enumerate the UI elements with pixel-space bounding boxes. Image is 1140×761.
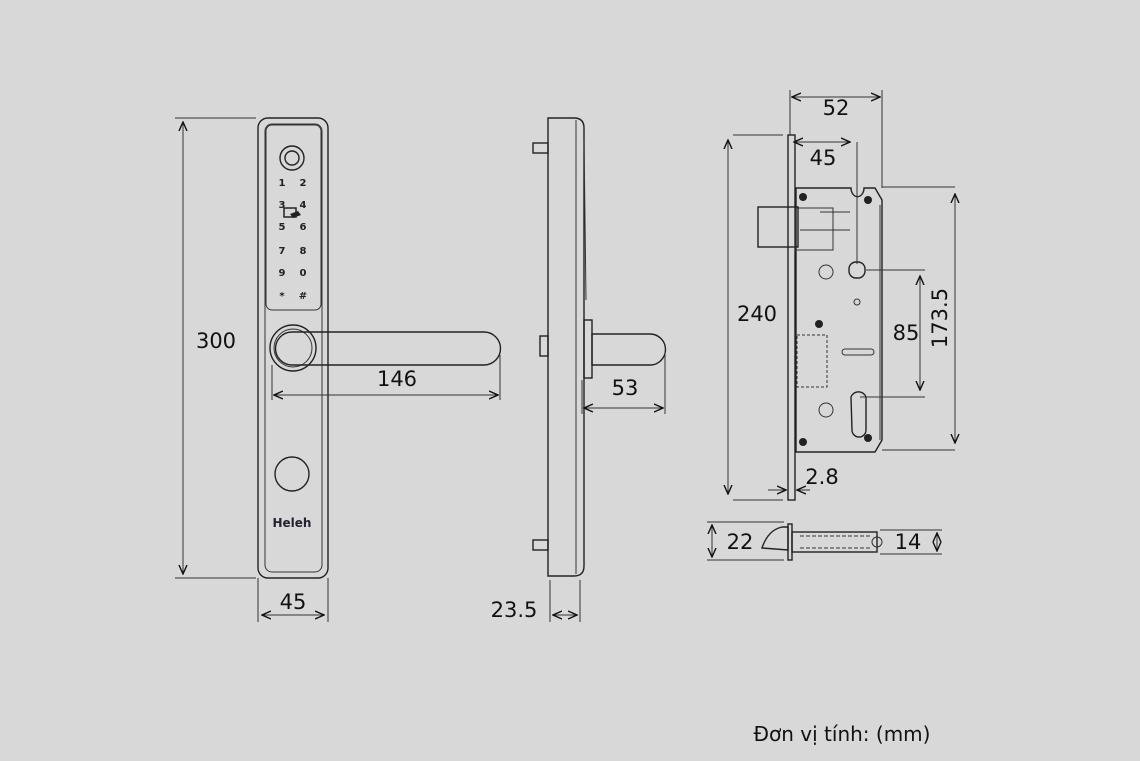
key-9: 9 <box>279 268 286 279</box>
key-cylinder-cover <box>274 456 310 492</box>
side-view: 53 23.5 <box>491 117 667 622</box>
key-2: 2 <box>300 178 307 189</box>
side-handle <box>591 333 667 366</box>
spindle-hub <box>848 261 866 279</box>
mortise-bottom-view <box>761 523 883 561</box>
key-0: 0 <box>300 268 307 279</box>
dim-faceplate-width-label: 22 <box>727 530 754 554</box>
brand-logo: Heleh <box>273 516 312 530</box>
latch-bolt <box>757 206 799 248</box>
dim-center-distance-label: 85 <box>893 321 920 345</box>
key-8: 8 <box>300 246 307 257</box>
dim-faceplate-height-label: 240 <box>737 302 777 326</box>
mortise-lock: 52 45 240 85 173.5 2.8 22 <box>707 90 955 561</box>
key-5: 5 <box>279 222 286 233</box>
front-view: 1 2 3 4 5 6 7 8 9 0 * # Heleh 3 0 <box>175 117 502 622</box>
side-body-outline <box>547 117 585 577</box>
lever-handle <box>269 324 502 372</box>
dim-handle-projection-label: 53 <box>612 376 639 400</box>
key-4: 4 <box>300 200 307 211</box>
key-1: 1 <box>279 178 286 189</box>
dim-faceplate-thickness-label: 2.8 <box>805 465 838 489</box>
fingerprint-sensor-icon <box>279 145 305 171</box>
dim-thickness-label: 23.5 <box>491 598 538 622</box>
faceplate <box>787 134 796 501</box>
dim-backset-label: 45 <box>810 146 837 170</box>
dim-handle-length-label: 146 <box>377 367 417 391</box>
dim-width-label: 45 <box>280 590 307 614</box>
dim-depth-label: 52 <box>823 96 850 120</box>
card-reader-icon <box>283 207 301 218</box>
key-7: 7 <box>279 246 286 257</box>
mortise-case <box>795 187 883 453</box>
key-3: 3 <box>279 200 286 211</box>
unit-label: Đơn vị tính: (mm) <box>754 722 931 746</box>
key-6: 6 <box>300 222 307 233</box>
dim-case-height-label: 173.5 <box>928 288 952 348</box>
keypad: 1 2 3 4 5 6 7 8 9 0 * # <box>279 178 308 302</box>
keypad-panel <box>265 124 322 311</box>
key-star: * <box>279 291 285 302</box>
cylinder-hole <box>850 391 867 438</box>
lock-body-outline <box>257 117 329 579</box>
key-hash: # <box>299 291 307 302</box>
dim-height-label: 300 <box>196 329 236 353</box>
dim-case-thickness-label: 14 <box>895 530 922 554</box>
